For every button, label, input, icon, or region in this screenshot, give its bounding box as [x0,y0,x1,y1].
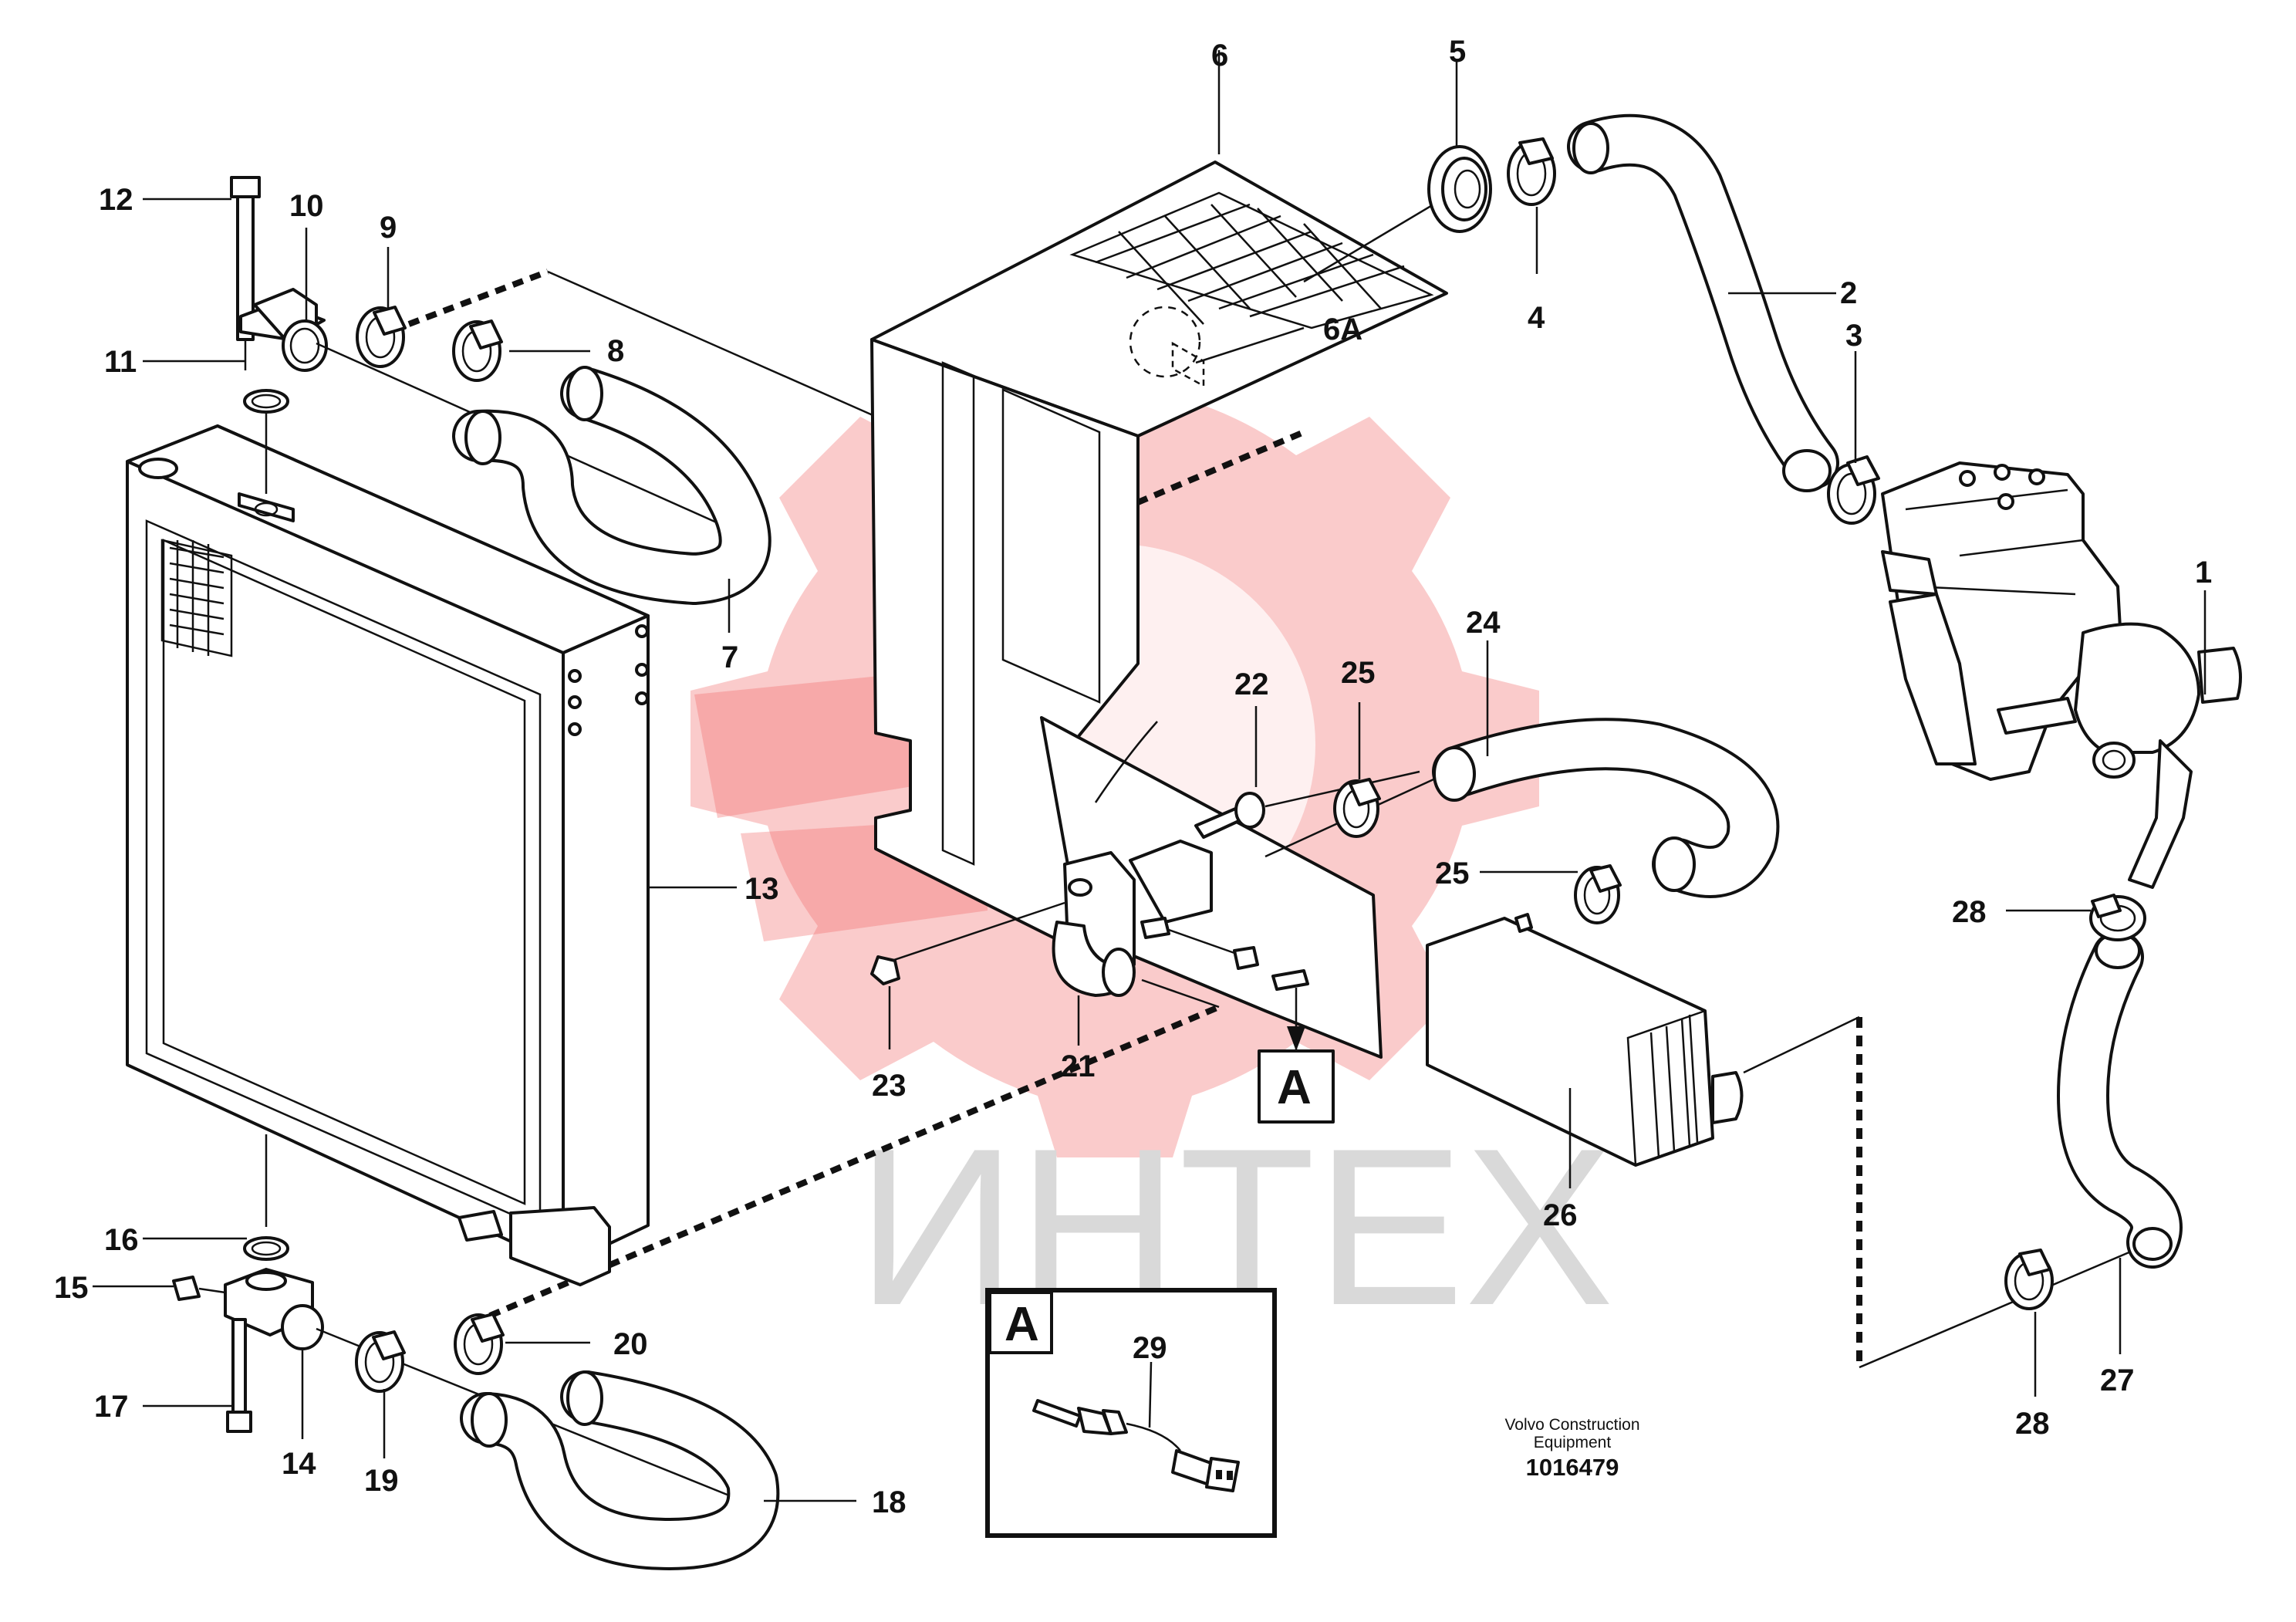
callout-11: 11 [104,345,137,379]
lower-engine-hose [2057,931,2183,1269]
callout-3: 3 [1845,319,1862,353]
hose-clamp-28-upper [2089,894,2146,941]
callout-25-upper: 25 [1341,656,1376,690]
callout-19: 19 [364,1464,399,1498]
callout-2: 2 [1840,276,1857,310]
grommet-seal-5 [1303,145,1492,283]
callout-5: 5 [1449,35,1466,69]
sensor-callout: A [1258,969,1335,1124]
callout-23: 23 [872,1069,907,1103]
callout-6a: 6A [1323,313,1362,346]
callout-labels: 1 2 3 4 5 6 6A 7 8 9 10 11 12 13 14 15 1… [54,35,2212,1519]
callout-16: 16 [104,1223,139,1257]
upper-radiator-hose [316,342,772,605]
hose-clamp-4 [1507,137,1556,206]
callout-21: 21 [1061,1049,1096,1083]
hose-clamp-28-lower [2004,1249,2054,1310]
hose-clamp-8 [452,319,503,382]
lower-flange-assembly [172,1134,324,1433]
callout-28-upper: 28 [1952,895,1987,929]
oil-cooler-hose [1264,718,1780,898]
callout-10: 10 [289,189,324,223]
detail-callout-label: A [1277,1061,1312,1114]
engine-water-pump [1881,461,2242,889]
oil-cooler [1426,913,1744,1167]
callout-22: 22 [1234,667,1269,701]
callout-14: 14 [282,1447,316,1481]
upper-engine-hose [1567,113,1839,492]
leader-lines [93,50,2207,1502]
hose-clamp-25-upper [1333,778,1381,838]
lower-radiator-hose [316,1327,780,1570]
hose-clamp-9 [356,306,407,368]
hose-clamp-25-lower [1574,864,1622,924]
radiator [126,424,650,1286]
callout-13: 13 [745,872,779,906]
callout-29: 29 [1133,1331,1167,1365]
callout-25-lower: 25 [1435,857,1470,890]
upper-flange-assembly [230,176,328,494]
callout-9: 9 [380,211,397,245]
vendor-name-line1: Volvo Construction [1504,1416,1639,1434]
callout-26: 26 [1543,1198,1578,1232]
vendor-name-line2: Equipment [1534,1434,1612,1451]
callout-20: 20 [613,1327,648,1361]
hose-clamp-20 [454,1313,505,1375]
callout-12: 12 [99,183,133,217]
callout-6: 6 [1211,39,1228,73]
callout-8: 8 [607,334,624,368]
callout-4: 4 [1528,301,1545,335]
callout-18: 18 [872,1485,907,1519]
callout-15: 15 [54,1271,89,1305]
callout-17: 17 [94,1390,129,1424]
drawing-footer: Volvo Construction Equipment 1016479 [1504,1416,1639,1481]
connection-block [870,770,1420,997]
drawing-number: 1016479 [1526,1454,1619,1481]
callout-7: 7 [721,640,738,674]
callout-1: 1 [2195,556,2212,590]
callout-28-lower: 28 [2015,1407,2050,1441]
inset-title: A [1004,1298,1039,1351]
callout-24: 24 [1466,606,1501,640]
hose-clamp-19 [355,1330,406,1393]
callout-27: 27 [2100,1363,2135,1397]
detail-inset-a: A 29 [985,1288,1277,1538]
hose-clamp-3 [1827,455,1880,525]
